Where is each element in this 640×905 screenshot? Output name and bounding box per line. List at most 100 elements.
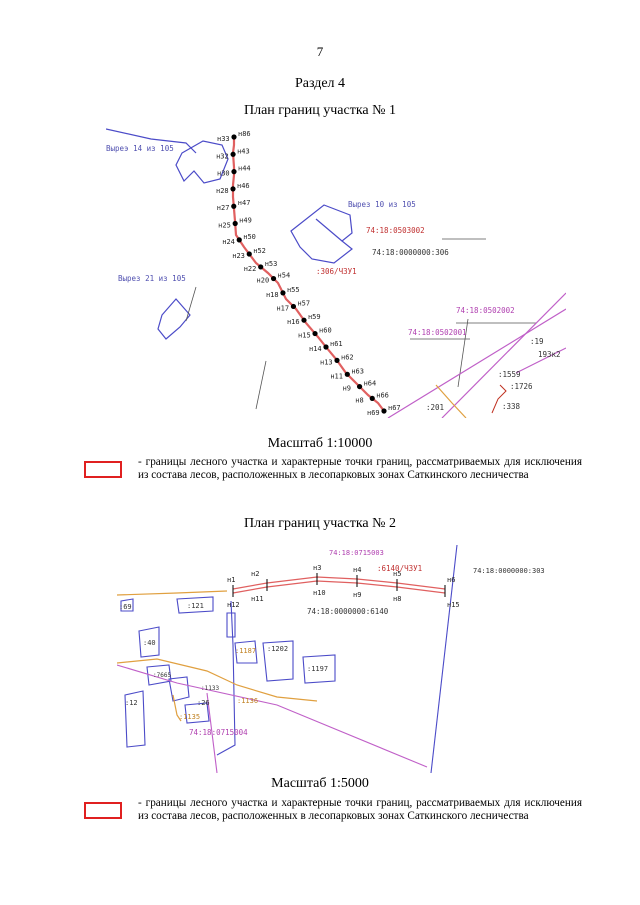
plan1-point-label: н18 [266, 291, 279, 299]
plan1-vertex-dot [290, 303, 297, 310]
plan1-point-label: н50 [243, 233, 256, 241]
plan1-orange-line [435, 384, 467, 418]
plan1-point-label: н54 [278, 272, 291, 280]
plan2-title: План границ участка № 2 [244, 516, 396, 531]
plan2-point-label: н10 [313, 589, 326, 597]
plan1-point-label: н43 [237, 147, 250, 155]
plan1-point-label: н44 [238, 165, 251, 173]
plan2-point-label: н11 [251, 595, 264, 603]
plan1-point-label: н62 [341, 353, 354, 361]
plan1-scale: Масштаб 1:10000 [267, 436, 373, 451]
plan1-vertex-dot [230, 186, 236, 192]
plan2-label-1197: :1197 [307, 665, 328, 673]
plan1-point-label: н47 [238, 199, 251, 207]
plan1-point-label: н17 [276, 304, 289, 312]
plan1-label-cadastral-1: 74:18:0503002 [366, 226, 425, 235]
plan1-point-label: н64 [364, 380, 377, 388]
plan1-vertex-dot [231, 203, 237, 209]
plan1-point-label: н86 [238, 130, 251, 138]
plan1-label-vyrez21: Вырез 21 из 105 [118, 274, 186, 283]
plan1-point-label: н66 [376, 391, 389, 399]
plan2-label-40: :40 [143, 639, 156, 647]
plan1-vertex-dot [344, 371, 350, 377]
plan1-point-label: н22 [244, 265, 257, 273]
plan2-label-main: 74:18:0000000:6140 [307, 607, 389, 616]
plan1-label-zu: :306/ЧЗУ1 [316, 267, 357, 276]
plan1-legend-text: - границы лесного участка и характерные … [138, 456, 582, 482]
plan2-purple-line [117, 664, 428, 768]
plan1-point-label: н30 [217, 170, 230, 178]
plan1-purple-line-1 [387, 308, 566, 418]
plan1-parcel-vyrez10 [290, 204, 353, 264]
plan1-label-vyrez10: Вырез 10 из 105 [348, 200, 416, 209]
plan2-point-label: н1 [227, 576, 235, 584]
plan1-vertex-dot [231, 134, 237, 140]
plan2-blue-vertical [430, 545, 458, 773]
plan1-parcel-vyrez21 [157, 298, 191, 340]
plan1-point-label: н11 [330, 372, 343, 380]
plan1-label-193k2: 193к2 [538, 350, 561, 359]
plan1-label-1559: :1559 [498, 370, 521, 379]
plan2-parcel-121 [176, 596, 214, 614]
plan1-vertex-dot [258, 264, 264, 270]
plan1-point-label: н13 [320, 358, 333, 366]
plan2-scale: Масштаб 1:5000 [271, 776, 369, 791]
plan1-vertex-dot [246, 251, 252, 257]
plan2-parcel-69 [120, 598, 134, 612]
plan2-point-label: н5 [393, 570, 401, 578]
plan1-vertex-dot [280, 290, 286, 296]
plan2-label-1136: :1136 [237, 697, 258, 705]
plan1-vertex-dot [334, 357, 340, 363]
plan2-point-label: н3 [313, 564, 321, 572]
plan1-label-19: :19 [530, 337, 544, 346]
page-number: 7 [316, 44, 324, 59]
plan1-point-label: н63 [351, 367, 364, 375]
plan2-point-label: н9 [353, 591, 361, 599]
plan2-parcel-40 [138, 626, 160, 658]
plan2-legend-swatch [84, 802, 122, 819]
plan1-vertex-dot [369, 395, 375, 402]
plan2-label-26: :26 [197, 699, 210, 707]
plan2-point-label: н8 [393, 595, 401, 603]
plan1-map: н86н33н43н32н44н30н46н28н47н27н49н25н50н… [106, 128, 566, 418]
plan1-point-label: н57 [297, 299, 310, 307]
plan1-point-label: н28 [216, 187, 229, 195]
plan1-label-vyrez14: Выреэ 14 из 105 [106, 144, 174, 153]
plan2-parcel-12 [124, 690, 146, 748]
plan2-point-label: н2 [251, 570, 259, 578]
plan2-point-label: н4 [353, 566, 361, 574]
plan2-label-right: 74:18:0000000:303 [473, 567, 545, 575]
plan2-label-1187: :1187 [235, 647, 256, 655]
plan1-parcel-north [175, 140, 229, 184]
plan1-vertex-dot [323, 344, 329, 350]
plan1-point-label: н24 [222, 238, 235, 246]
plan1-vertex-dot [230, 151, 236, 157]
plan1-vertex-dot [356, 383, 363, 390]
plan2-label-1133: :1133 [201, 685, 219, 692]
plan1-label-201: :201 [426, 403, 444, 412]
plan2-orange-line [117, 658, 318, 702]
plan2-point-label: н12 [227, 601, 240, 609]
plan1-point-label: н61 [330, 340, 343, 348]
plan2-point-label: н6 [447, 576, 455, 584]
plan2-parcel-1187 [234, 640, 258, 664]
plan1-point-label: н59 [308, 313, 321, 321]
plan1-label-cadastral-5: 74:18:0502001 [408, 328, 467, 337]
plan2-label-7665: :7665 [153, 672, 171, 679]
plan1-point-label: н25 [218, 222, 231, 230]
plan1-point-label: н8 [355, 396, 363, 404]
plan1-point-label: н27 [217, 204, 230, 212]
plan2-label-top: 74:18:0715003 [329, 549, 384, 557]
plan1-title: План границ участка № 1 [244, 103, 396, 118]
plan1-point-label: н20 [257, 277, 270, 285]
plan2-boundary-bottom [232, 580, 446, 594]
plan1-vertex-dot [236, 237, 242, 243]
plan1-point-label: н60 [319, 327, 332, 335]
plan2-parcel-1202 [262, 640, 294, 682]
plan2-label-12: :12 [125, 699, 138, 707]
plan1-label-338: :338 [502, 402, 521, 411]
plan1-red-line [491, 384, 507, 414]
plan1-vertex-dot [312, 330, 318, 337]
plan1-vertex-dot [301, 317, 307, 323]
plan1-vertex-dot [381, 408, 387, 414]
